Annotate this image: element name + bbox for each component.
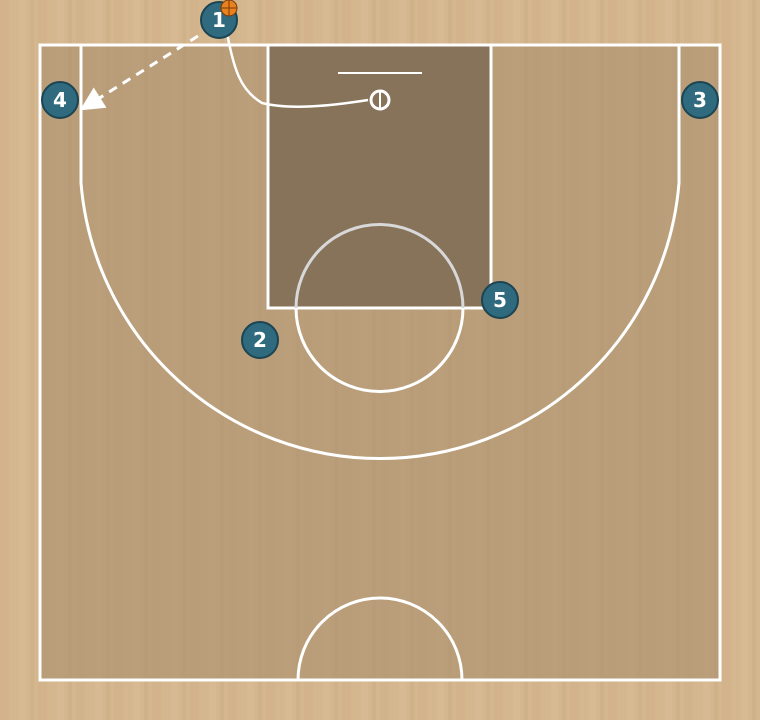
player-5[interactable]: 5 [481, 281, 519, 319]
player-4[interactable]: 4 [41, 81, 79, 119]
player-3-label: 3 [693, 88, 707, 112]
paint-area [268, 45, 491, 308]
hoop-icon [369, 89, 391, 111]
key-lines [266, 43, 493, 310]
three-point-line [79, 45, 681, 461]
court-lines [38, 43, 722, 682]
pass-arrow-1-to-4 [79, 34, 199, 111]
player-2-label: 2 [253, 328, 267, 352]
player-4-label: 4 [53, 88, 67, 112]
player-2[interactable]: 2 [241, 321, 279, 359]
player-5-label: 5 [493, 288, 507, 312]
cut-path-1-to-basket [224, 27, 369, 108]
player-1-label: 1 [212, 8, 226, 32]
center-circle [296, 596, 464, 681]
free-throw-circle-bottom [294, 307, 465, 393]
basketball-icon [220, 0, 238, 17]
free-throw-circle-top [294, 223, 465, 309]
player-3[interactable]: 3 [681, 81, 719, 119]
